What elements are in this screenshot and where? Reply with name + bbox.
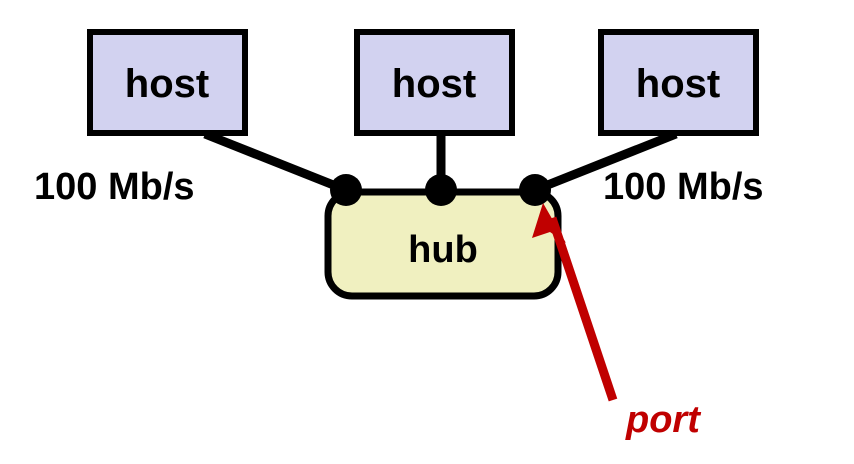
hub-label: hub [408, 229, 478, 271]
host-left[interactable]: host [87, 29, 248, 136]
rate-label-left: 100 Mb/s [34, 166, 195, 208]
host-right-shape [598, 29, 759, 136]
port-annotation: port [532, 203, 701, 441]
host-center-shape [354, 29, 515, 136]
host-right-label: host [636, 62, 720, 106]
port-dot-center[interactable] [425, 174, 457, 206]
host-left-shape [87, 29, 248, 136]
port-annotation-label: port [625, 399, 701, 441]
host-center-label: host [392, 62, 476, 106]
host-left-label: host [125, 62, 209, 106]
port-arrowhead-icon [532, 203, 566, 243]
host-center[interactable]: host [354, 29, 515, 136]
port-arrow-shaft [547, 216, 618, 402]
host-right[interactable]: host [598, 29, 759, 136]
rate-label-right: 100 Mb/s [603, 166, 764, 208]
link-left-line [203, 129, 348, 195]
link-right-line [533, 129, 678, 195]
port-dot-left[interactable] [330, 174, 362, 206]
port-dot-right[interactable] [519, 174, 551, 206]
ports-layer [330, 174, 551, 206]
hub-node[interactable]: hub [324, 188, 562, 300]
